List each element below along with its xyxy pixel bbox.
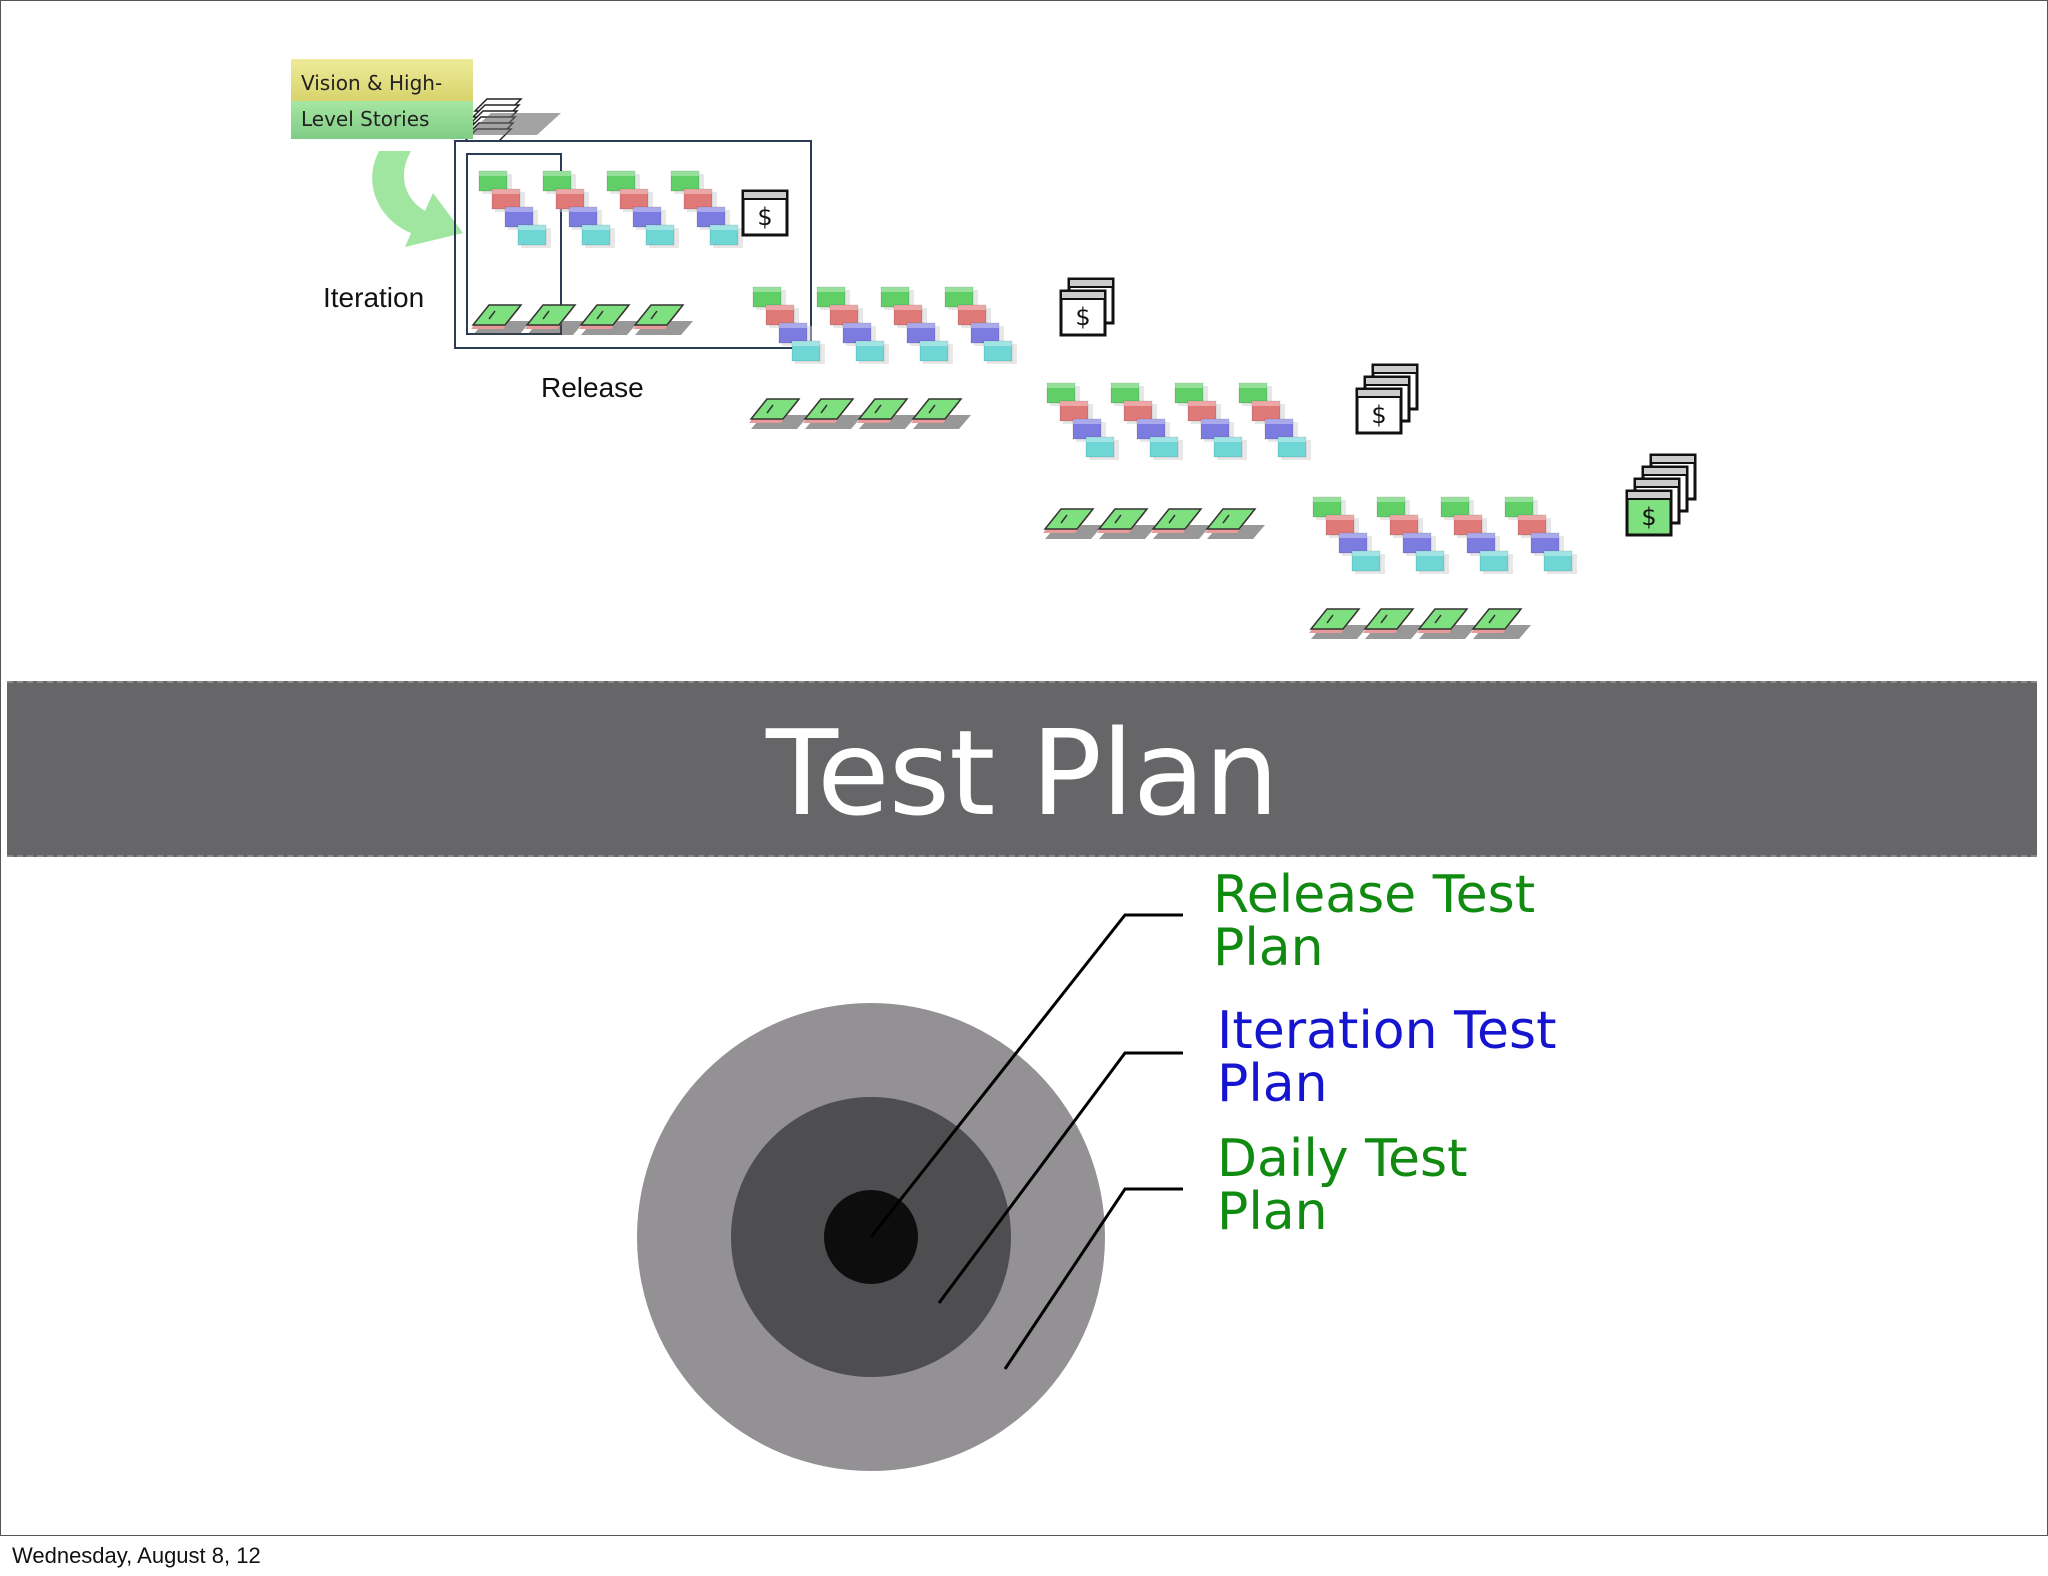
story-card-0-1 — [525, 304, 585, 335]
story-block-2-3-0 — [1238, 382, 1272, 406]
curved-arrow-icon — [372, 151, 463, 247]
slide: $ $ $ $ Vision & High- Level Stories Iterat… — [0, 0, 2048, 1536]
money-symbol: $ — [757, 203, 772, 231]
story-block-3-1-3 — [1415, 550, 1449, 574]
story-card-2-2 — [1151, 508, 1211, 539]
story-card-2-1 — [1097, 508, 1157, 539]
paper-shadow — [467, 113, 561, 135]
story-block-2-3-3 — [1277, 436, 1311, 460]
money-symbol: $ — [1641, 503, 1656, 531]
footer-date: Wednesday, August 8, 12 — [12, 1543, 261, 1568]
banner-title: Test Plan — [766, 704, 1279, 842]
money-symbol: $ — [1075, 303, 1090, 331]
story-card-3-2 — [1417, 608, 1477, 639]
story-block-2-1-3 — [1149, 436, 1183, 460]
story-card-0-2 — [579, 304, 639, 335]
story-block-0-0-1 — [491, 188, 525, 212]
vision-stories-box: Vision & High- Level Stories — [291, 59, 473, 139]
story-block-0-1-3 — [581, 224, 615, 248]
story-block-2-1-0 — [1110, 382, 1144, 406]
story-block-1-1-3 — [855, 340, 889, 364]
release-test-plan-label: Release Test Plan — [1213, 865, 1536, 978]
story-block-0-2-3 — [645, 224, 679, 248]
daily-leader-line — [1003, 1187, 1183, 1370]
iteration-leader-line — [937, 1051, 1183, 1304]
daily-test-plan-label: Daily Test Plan — [1217, 1129, 1468, 1242]
story-card-3-3 — [1471, 608, 1531, 639]
title-banner: Test Plan — [7, 681, 2037, 857]
story-block-3-0-3 — [1351, 550, 1385, 574]
release-leader-line — [869, 913, 1183, 1238]
story-card-1-0 — [749, 398, 809, 429]
story-card-0-0 — [471, 304, 531, 335]
story-card-2-3 — [1205, 508, 1265, 539]
story-block-2-0-3 — [1085, 436, 1119, 460]
story-card-3-1 — [1363, 608, 1423, 639]
story-card-3-0 — [1309, 608, 1369, 639]
release-iteration-diagram: $ $ $ $ — [372, 98, 1697, 1471]
money-symbol: $ — [1371, 401, 1386, 429]
story-block-0-3-3 — [709, 224, 743, 248]
release-label: Release — [541, 372, 644, 403]
story-block-3-3-3 — [1543, 550, 1577, 574]
release-box — [454, 140, 812, 349]
story-block-1-2-3 — [919, 340, 953, 364]
story-block-1-0-3 — [791, 340, 825, 364]
vision-label: Vision & High- — [291, 59, 473, 101]
story-card-1-1 — [803, 398, 863, 429]
story-card-2-0 — [1043, 508, 1103, 539]
story-block-2-2-3 — [1213, 436, 1247, 460]
story-card-1-2 — [857, 398, 917, 429]
story-card-0-3 — [633, 304, 693, 335]
money-icon-release-2: $ — [1355, 363, 1419, 435]
money-icon-release-3: $ — [1625, 453, 1697, 537]
iteration-label: Iteration — [323, 282, 425, 313]
story-card-1-3 — [911, 398, 971, 429]
money-icon-release-1: $ — [1059, 277, 1115, 337]
iteration-test-plan-label: Iteration Test Plan — [1217, 1001, 1557, 1114]
money-icon-release-0: $ — [741, 189, 789, 237]
story-block-1-3-3 — [983, 340, 1017, 364]
story-block-3-2-3 — [1479, 550, 1513, 574]
stories-label: Level Stories — [291, 101, 473, 139]
story-block-0-0-3 — [517, 224, 551, 248]
